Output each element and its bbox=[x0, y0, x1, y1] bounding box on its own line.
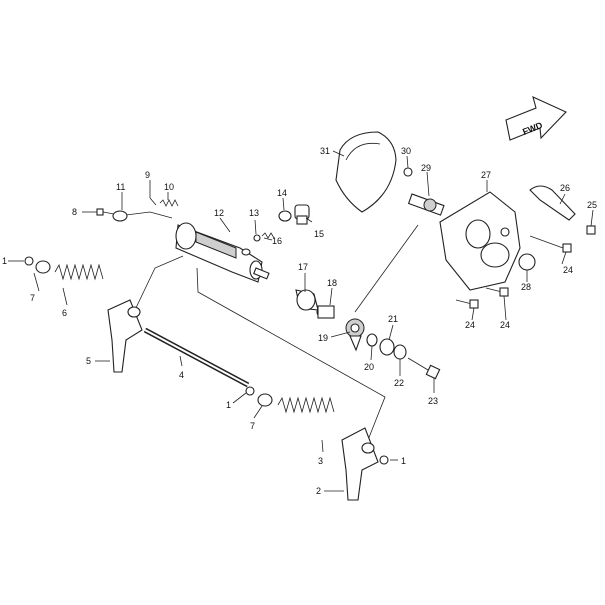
callout-29: 29 bbox=[421, 163, 431, 173]
shift-fork-5 bbox=[107, 299, 143, 373]
stopper-pin-9 bbox=[149, 197, 157, 206]
pin-30 bbox=[403, 167, 413, 177]
bolt-8 bbox=[96, 208, 115, 216]
callout-2: 2 bbox=[316, 486, 321, 496]
callout-7b: 7 bbox=[250, 421, 255, 431]
shift-drum-12 bbox=[175, 222, 270, 283]
circlip-1-mid bbox=[245, 386, 255, 396]
callout-30: 30 bbox=[401, 146, 411, 156]
fwd-arrow: FWD bbox=[505, 96, 567, 141]
callout-13: 13 bbox=[249, 208, 259, 218]
washer-14 bbox=[278, 210, 292, 222]
shift-fork-2 bbox=[341, 427, 379, 501]
callout-15: 15 bbox=[314, 229, 324, 239]
spring-10 bbox=[159, 199, 179, 207]
callout-26: 26 bbox=[560, 183, 570, 193]
callout-24a: 24 bbox=[563, 265, 573, 275]
callout-5: 5 bbox=[86, 356, 91, 366]
callout-22: 22 bbox=[394, 378, 404, 388]
callout-23: 23 bbox=[428, 396, 438, 406]
ring-22 bbox=[393, 344, 407, 360]
bolt-24-lower-b bbox=[485, 287, 509, 297]
collar-18 bbox=[316, 305, 335, 319]
callout-31: 31 bbox=[320, 146, 330, 156]
callout-labels: 1 1 1 2 3 4 5 6 7 7 8 9 10 11 12 13 14 1… bbox=[2, 146, 597, 496]
callout-28: 28 bbox=[521, 282, 531, 292]
spring-3 bbox=[277, 396, 335, 414]
ball-13 bbox=[253, 234, 261, 242]
callout-6: 6 bbox=[62, 308, 67, 318]
callout-1a: 1 bbox=[2, 256, 7, 266]
callout-3: 3 bbox=[318, 456, 323, 466]
circlip-1-right bbox=[379, 455, 389, 465]
lever-26 bbox=[529, 185, 576, 221]
washer-20 bbox=[366, 333, 378, 347]
callout-11: 11 bbox=[116, 182, 125, 192]
collar-7-mid bbox=[257, 393, 273, 407]
callout-9: 9 bbox=[145, 170, 150, 180]
washer-11 bbox=[112, 210, 128, 222]
shift-shaft-29 bbox=[407, 193, 445, 216]
leader-lines bbox=[8, 150, 594, 492]
callout-10: 10 bbox=[164, 182, 174, 192]
ring-21 bbox=[379, 338, 395, 356]
bolt-24-lower-a bbox=[455, 299, 479, 309]
shift-fork-rod-4 bbox=[143, 327, 250, 388]
bolt-24-right bbox=[529, 235, 572, 253]
callout-25: 25 bbox=[587, 200, 597, 210]
callout-16: 16 bbox=[272, 236, 282, 246]
callout-18: 18 bbox=[327, 278, 337, 288]
guide-lines bbox=[125, 211, 419, 441]
shift-cam-17 bbox=[295, 289, 319, 311]
callout-19: 19 bbox=[318, 333, 328, 343]
gear-plate-19 bbox=[345, 318, 365, 352]
callout-4: 4 bbox=[179, 370, 184, 380]
spring-6 bbox=[54, 263, 104, 281]
callout-1c: 1 bbox=[401, 456, 406, 466]
callout-24b: 24 bbox=[465, 320, 475, 330]
callout-27: 27 bbox=[481, 170, 491, 180]
callout-17: 17 bbox=[298, 262, 308, 272]
callout-7a: 7 bbox=[30, 293, 35, 303]
plug-bolt-15 bbox=[294, 204, 310, 225]
callout-1b: 1 bbox=[226, 400, 231, 410]
callout-12: 12 bbox=[214, 208, 224, 218]
spring-16 bbox=[261, 232, 275, 239]
callout-21: 21 bbox=[388, 314, 398, 324]
gasket-cover-31 bbox=[335, 131, 397, 213]
callout-8: 8 bbox=[72, 207, 77, 217]
callout-20: 20 bbox=[364, 362, 374, 372]
bolt-23 bbox=[407, 357, 441, 380]
callout-24c: 24 bbox=[500, 320, 510, 330]
bolt-25 bbox=[586, 225, 596, 235]
callout-14: 14 bbox=[277, 188, 287, 198]
seal-28 bbox=[518, 253, 536, 271]
circlip-1-left bbox=[24, 256, 34, 266]
housing-27 bbox=[439, 191, 521, 291]
collar-7-left bbox=[35, 260, 51, 274]
